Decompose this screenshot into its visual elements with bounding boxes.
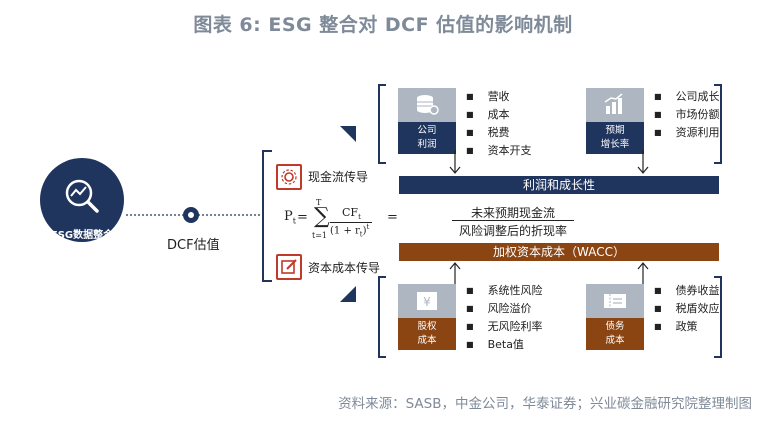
list-item: 营收 [466, 88, 532, 106]
card-top [398, 88, 456, 122]
bottom-corner-triangle [340, 286, 356, 302]
capital-cost-pathway-label: 资本成本传导 [308, 261, 381, 275]
card-label-line1: 预期 [605, 125, 625, 136]
card-top [586, 88, 644, 122]
list-item: 资本开支 [466, 142, 532, 160]
card-label: 公司 利润 [398, 122, 456, 154]
profit-items-list: 营收 成本 税费 资本开支 [466, 88, 532, 160]
growth-items-list: 公司成长 市场份额 资源利用 [654, 88, 720, 142]
yen-icon: ¥ [417, 292, 437, 310]
sum-sign: ∑ [314, 204, 330, 229]
formula-denominator: (1 + rt)t [330, 223, 369, 238]
card-top: ¥ [398, 284, 456, 318]
wacc-bar: 加权资本成本（WACC） [399, 243, 719, 261]
list-item: 政策 [654, 318, 720, 336]
top-left-bracket [378, 84, 386, 164]
edit-icon [281, 259, 297, 274]
card-label: 债务 成本 [586, 318, 644, 350]
esg-data-integration-circle [40, 158, 124, 242]
pathway-brace [262, 150, 272, 282]
formula-equal: = [297, 210, 308, 225]
source-note: 资料来源：SASB，中金公司，华泰证券；兴业碳金融研究院整理制图 [338, 396, 752, 412]
capital-cost-icon-box [276, 254, 302, 280]
list-item: 税费 [466, 124, 532, 142]
coin-database-icon [417, 95, 439, 115]
rhs-denominator: 风险调整后的折现率 [458, 224, 567, 238]
list-item: 系统性风险 [466, 282, 543, 300]
denominator-sub: t [359, 230, 363, 239]
numerator-text: CF [342, 206, 359, 219]
formula-p: P [284, 209, 293, 224]
card-label-line1: 股权 [417, 321, 437, 332]
equity-items-list: 系统性风险 风险溢价 无风险利率 Beta值 [466, 282, 543, 354]
list-item: 无风险利率 [466, 318, 543, 336]
center-label: ESG数据整合 [50, 230, 114, 241]
card-label-line1: 债务 [605, 321, 625, 332]
expected-growth-card: 预期 增长率 [586, 88, 644, 154]
list-item: 风险溢价 [466, 300, 543, 318]
sum-top: T [316, 198, 322, 207]
chart-magnifier-icon [65, 179, 99, 213]
fraction-line [330, 222, 372, 223]
list-item: 成本 [466, 106, 532, 124]
list-item: Beta值 [466, 336, 543, 354]
list-item: 资源利用 [654, 124, 720, 142]
list-item: 税盾效应 [654, 300, 720, 318]
denominator-text: (1 + r [330, 225, 360, 237]
card-label: 预期 增长率 [586, 122, 644, 154]
debt-cost-card: 债务 成本 [586, 284, 644, 350]
formula-equal-2: = [387, 210, 398, 225]
list-item: 公司成长 [654, 88, 720, 106]
top-corner-triangle [340, 126, 356, 142]
card-label-line2: 成本 [605, 335, 625, 346]
card-label-line2: 成本 [417, 335, 437, 346]
top-right-bracket [714, 84, 722, 164]
denominator-sup: t [366, 223, 370, 231]
profit-growth-bar: 利润和成长性 [399, 176, 719, 194]
gear-icon [281, 169, 297, 185]
card-label-line2: 增长率 [600, 139, 630, 150]
rhs-numerator: 未来预期现金流 [470, 206, 555, 220]
formula-lhs: Pt [284, 209, 296, 226]
card-top [586, 284, 644, 318]
figure-title: 图表 6: ESG 整合对 DCF 估值的影响机制 [193, 14, 573, 36]
bottom-left-bracket [378, 276, 386, 358]
svg-text:¥: ¥ [423, 295, 431, 309]
debt-items-list: 债券收益 税盾效应 政策 [654, 282, 720, 336]
formula-numerator: CFt [342, 206, 361, 221]
card-label-line1: 公司 [417, 125, 437, 136]
card-label: 股权 成本 [398, 318, 456, 350]
ticket-icon [604, 294, 626, 308]
company-profit-card: 公司 利润 [398, 88, 456, 154]
card-label-line2: 利润 [417, 139, 437, 150]
dcf-node-center [188, 212, 194, 218]
bar-growth-icon [604, 93, 623, 114]
formula-p-sub: t [292, 216, 296, 226]
cashflow-pathway-label: 现金流传导 [308, 170, 369, 184]
arrow-down-icon [449, 150, 461, 174]
cashflow-icon-box [276, 164, 302, 190]
denominator-end: ) [362, 225, 367, 237]
arrow-down-icon [637, 150, 649, 174]
equity-cost-card: ¥ 股权 成本 [398, 284, 456, 350]
list-item: 债券收益 [654, 282, 720, 300]
dcf-label: DCF估值 [167, 238, 220, 253]
rhs-fraction-line [452, 220, 574, 221]
bottom-right-bracket [714, 276, 722, 358]
sum-bottom: t=1 [312, 231, 328, 240]
numerator-sub: t [358, 213, 361, 222]
list-item: 市场份额 [654, 106, 720, 124]
